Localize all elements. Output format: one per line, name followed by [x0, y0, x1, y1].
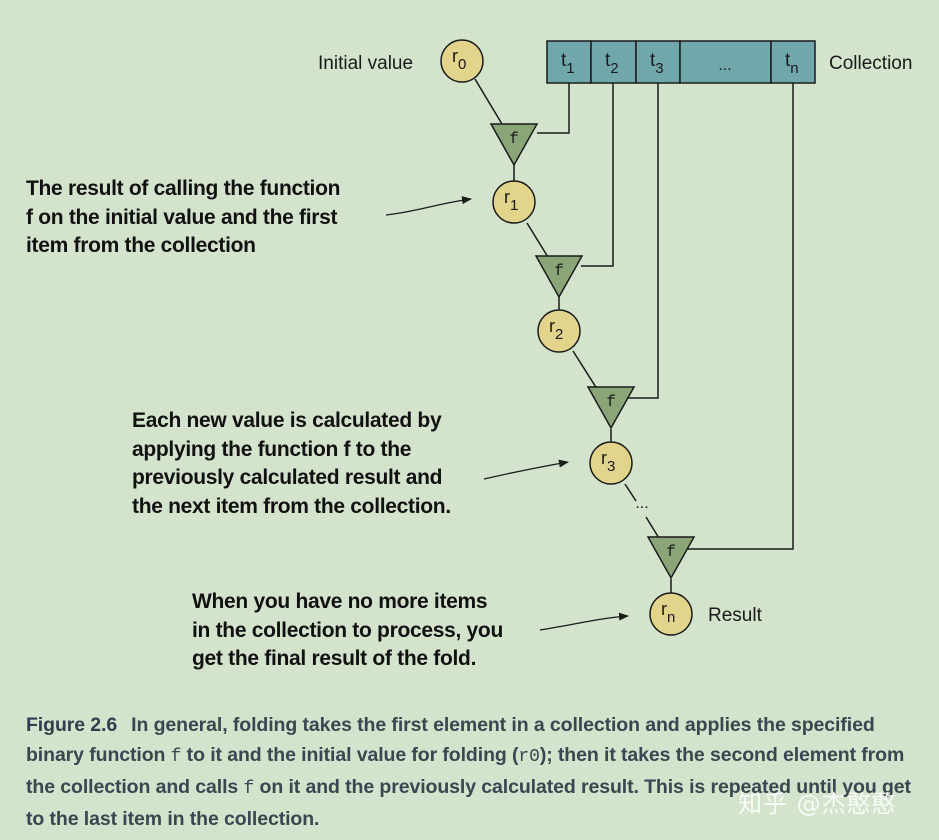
fold-diagram: ... t1 t2 t3 ... tn Collection Initial v… [318, 39, 912, 636]
result-label-rn: rn [661, 599, 675, 626]
result-node-r3 [589, 441, 633, 485]
collection-cell-tn [770, 40, 816, 84]
figure-label: Figure 2.6 [26, 714, 118, 736]
cell-label-t3: t3 [650, 50, 664, 77]
function-f-n [646, 536, 696, 580]
function-f-1 [489, 123, 539, 167]
continuation-dots: ... [635, 495, 648, 512]
result-label: Result [708, 605, 763, 626]
result-node-r1 [492, 180, 536, 224]
collection-cell-ellipsis [679, 40, 772, 84]
caption-code-f: f [170, 747, 182, 767]
collection-connectors [537, 83, 794, 550]
result-node-rn [649, 592, 693, 636]
collection [546, 40, 816, 84]
collection-label: Collection [829, 53, 912, 74]
function-nodes [489, 123, 696, 580]
result-nodes [440, 39, 693, 636]
connector-tn [688, 83, 794, 550]
caption-code-r0: r0 [518, 747, 540, 767]
connector-t3 [628, 83, 659, 399]
initial-value-label: Initial value [318, 53, 413, 74]
cell-label-tn: tn [785, 50, 799, 77]
result-node-r0 [440, 39, 484, 83]
caption-text-1: In general, folding takes the first elem… [26, 714, 875, 766]
function-f-2-label: f [554, 262, 564, 280]
arrow-each-value [483, 459, 569, 480]
result-node-r2 [537, 309, 581, 353]
function-f-1-label: f [509, 130, 519, 148]
collection-cell-t3 [635, 40, 681, 84]
annotation-arrows [385, 196, 629, 631]
result-label-r3: r3 [601, 448, 615, 475]
result-chain [474, 78, 672, 593]
function-f-2 [534, 255, 584, 299]
annotation-final: When you have no more items in the colle… [192, 590, 503, 670]
arrow-final [539, 612, 629, 631]
caption-code-f-2: f [243, 779, 255, 799]
caption-text-3: ); then it takes the second element from… [26, 744, 905, 798]
result-label-r1: r1 [504, 187, 518, 214]
caption-text-4: on it and the previously calculated resu… [26, 776, 911, 830]
caption-text-2: to it and the initial value for folding … [181, 744, 519, 766]
connector-t1 [537, 83, 570, 134]
result-label-r0: r0 [452, 46, 466, 73]
cell-label-t1: t1 [561, 50, 575, 77]
cell-label-ellipsis: ... [718, 57, 731, 74]
function-f-3 [586, 386, 636, 430]
annotation-each-value: Each new value is calculated by applying… [132, 409, 451, 518]
collection-cell-t2 [590, 40, 637, 84]
function-f-3-label: f [606, 393, 616, 411]
result-label-r2: r2 [549, 316, 563, 343]
arrow-first-result [385, 196, 472, 216]
watermark: 知乎 @杰憨憨 [738, 790, 897, 818]
cell-label-t2: t2 [605, 50, 619, 77]
annotation-first-result: The result of calling the function f on … [26, 177, 341, 257]
connector-t2 [581, 83, 614, 267]
function-f-n-label: f [666, 543, 676, 561]
